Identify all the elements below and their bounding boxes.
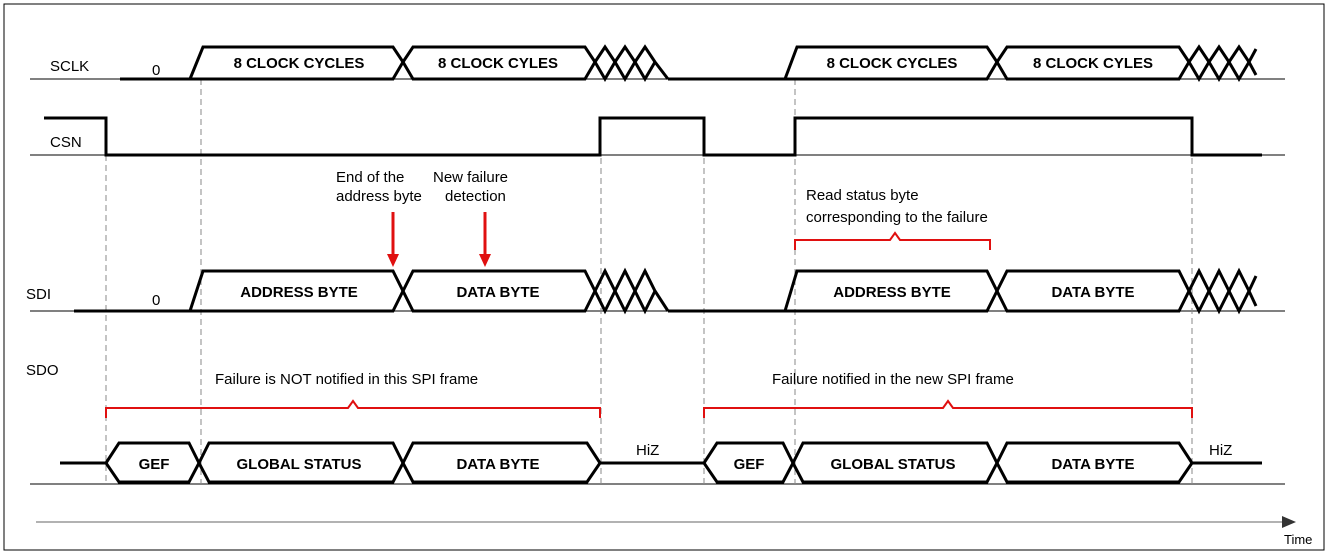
end-address-arrow bbox=[387, 212, 399, 267]
time-axis-label: Time bbox=[1284, 532, 1312, 547]
read-status-brace bbox=[794, 231, 991, 250]
sclk-waveform bbox=[120, 44, 1258, 82]
baseline-lines bbox=[30, 78, 1285, 485]
sdi-data-byte-1: DATA BYTE bbox=[456, 284, 539, 301]
sdo-label: SDO bbox=[26, 362, 59, 379]
read-status-note-line1: Read status byte bbox=[806, 187, 919, 204]
new-failure-arrow bbox=[479, 212, 491, 267]
csn-label: CSN bbox=[50, 134, 82, 151]
time-axis bbox=[36, 516, 1296, 528]
new-failure-note-line2: detection bbox=[445, 188, 506, 205]
diagram-frame bbox=[3, 3, 1325, 551]
sdi-waveform bbox=[74, 267, 1258, 315]
sdi-address-byte-2: ADDRESS BYTE bbox=[833, 284, 951, 301]
notified-brace bbox=[703, 399, 1193, 418]
sclk-box-1: 8 CLOCK CYCLES bbox=[234, 55, 365, 72]
sdo-gef-1: GEF bbox=[139, 456, 170, 473]
sdo-data-byte-2: DATA BYTE bbox=[1051, 456, 1134, 473]
sdi-label: SDI bbox=[26, 286, 51, 303]
sdo-waveform bbox=[60, 441, 1262, 484]
sclk-box-4: 8 CLOCK CYLES bbox=[1033, 55, 1153, 72]
sdi-data-byte-2: DATA BYTE bbox=[1051, 284, 1134, 301]
hiz-label-1: HiZ bbox=[636, 442, 659, 459]
end-address-note-line1: End of the bbox=[336, 169, 404, 186]
sclk-box-3: 8 CLOCK CYCLES bbox=[827, 55, 958, 72]
sclk-box-2: 8 CLOCK CYLES bbox=[438, 55, 558, 72]
end-address-note-line2: address byte bbox=[336, 188, 422, 205]
hiz-label-2: HiZ bbox=[1209, 442, 1232, 459]
sdo-data-byte-1: DATA BYTE bbox=[456, 456, 539, 473]
read-status-note-line2: corresponding to the failure bbox=[806, 209, 988, 226]
sclk-label: SCLK bbox=[50, 58, 89, 75]
new-failure-note-line1: New failure bbox=[433, 169, 508, 186]
notified-note: Failure notified in the new SPI frame bbox=[772, 371, 1014, 388]
sdo-global-status-2: GLOBAL STATUS bbox=[831, 456, 956, 473]
not-notified-note: Failure is NOT notified in this SPI fram… bbox=[215, 371, 478, 388]
not-notified-brace bbox=[105, 399, 601, 418]
sclk-idle-zero: 0 bbox=[152, 62, 160, 79]
sdi-address-byte-1: ADDRESS BYTE bbox=[240, 284, 358, 301]
csn-waveform bbox=[44, 116, 1262, 157]
sdo-global-status-1: GLOBAL STATUS bbox=[237, 456, 362, 473]
sdi-idle-zero: 0 bbox=[152, 292, 160, 309]
sdo-gef-2: GEF bbox=[734, 456, 765, 473]
